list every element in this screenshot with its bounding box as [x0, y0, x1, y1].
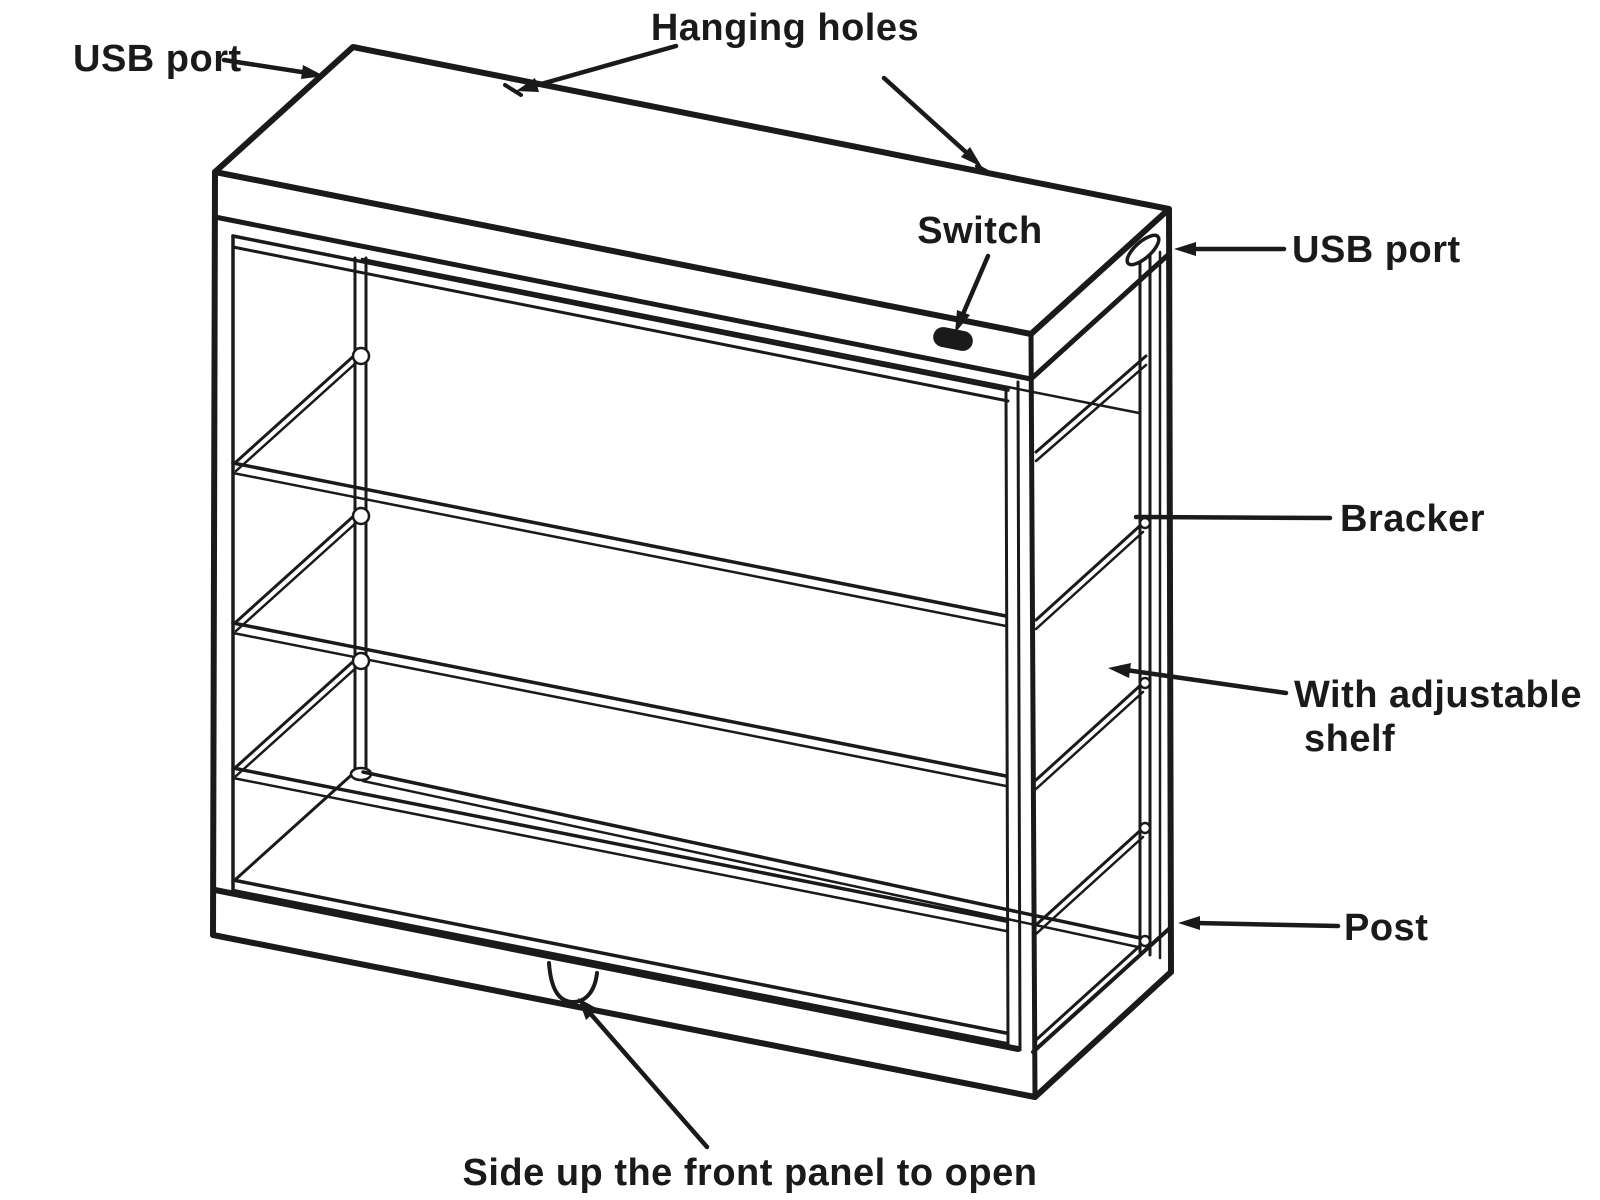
label-post: Post	[1344, 907, 1428, 949]
front-right-inner-post-2	[1004, 389, 1010, 1048]
arrowhead-open-instruction	[578, 998, 598, 1020]
label-adjustable-shelf-line1: With adjustable	[1294, 674, 1582, 716]
top-band-right-bottom-edge	[1028, 251, 1172, 382]
bracket-joint	[1138, 821, 1152, 835]
arrowhead-usb-port-right	[1174, 242, 1196, 256]
top-band-front-bottom-edge	[212, 214, 1034, 382]
label-open-instruction: Side up the front panel to open	[463, 1152, 1038, 1194]
label-switch: Switch	[917, 210, 1042, 252]
leader-hanging-holes-right	[881, 75, 971, 157]
top-face	[212, 44, 1172, 337]
handle-notch	[547, 961, 599, 1004]
label-hanging-holes: Hanging holes	[651, 7, 919, 49]
arrowhead-switch	[955, 310, 970, 333]
shelf-post-joint	[351, 506, 371, 526]
shelf-front-edges	[231, 461, 1008, 1045]
back-top-rail	[360, 257, 1141, 415]
leader-bracket	[1133, 514, 1333, 521]
base-top-edge-front	[212, 887, 1021, 1052]
label-bracket: Bracker	[1340, 498, 1485, 540]
arrowhead-post	[1178, 916, 1200, 930]
switch-button	[933, 327, 973, 351]
annotations: USB port Hanging holes Switch USB port B…	[73, 7, 1582, 1194]
shelf-post-joint	[351, 346, 371, 366]
leader-adjustable-shelf	[1123, 667, 1289, 696]
leader-usb-port-left	[221, 57, 311, 76]
front-right-vertical-edge	[1028, 331, 1038, 1100]
usb-port-slot	[1125, 233, 1161, 267]
back-right-vertical-edge	[1166, 206, 1174, 975]
bracket-joint	[1138, 934, 1152, 948]
hanging-hole-mark-right	[975, 164, 995, 177]
hanging-hole-mark-left	[503, 83, 523, 97]
label-usb-port-right: USB port	[1292, 229, 1461, 271]
base-top-edge-right	[1031, 925, 1173, 1054]
arrowhead-hanging-holes-right	[961, 147, 982, 167]
label-adjustable-shelf-line2: shelf	[1304, 718, 1395, 760]
front-left-vertical-edge	[210, 169, 218, 938]
cabinet-drawing	[210, 44, 1174, 1100]
leader-switch	[960, 253, 991, 317]
leader-open-instruction	[586, 1009, 710, 1150]
inner-top-edge-1	[231, 234, 1010, 392]
leader-hanging-holes-left	[531, 43, 679, 89]
floor-back-edge-1	[361, 770, 1142, 940]
arrowhead-usb-port-left	[301, 65, 324, 79]
inner-top-edge-2	[231, 245, 1010, 403]
floor-back-edge-2	[361, 779, 1140, 949]
shelf-post-joint	[351, 651, 371, 671]
front-right-inner-post-1	[1016, 380, 1022, 1052]
label-usb-port-left: USB port	[73, 38, 242, 80]
shelf-left-edges	[234, 351, 359, 881]
arrowhead-adjustable-shelf	[1108, 663, 1131, 678]
bracket-joint	[1138, 516, 1152, 530]
bracket-joint	[1138, 676, 1152, 690]
arrowhead-hanging-holes-left	[516, 78, 539, 92]
base-bottom-edge-right	[1032, 969, 1174, 1100]
base-bottom-edge-front	[210, 932, 1038, 1100]
leader-post	[1193, 920, 1341, 929]
